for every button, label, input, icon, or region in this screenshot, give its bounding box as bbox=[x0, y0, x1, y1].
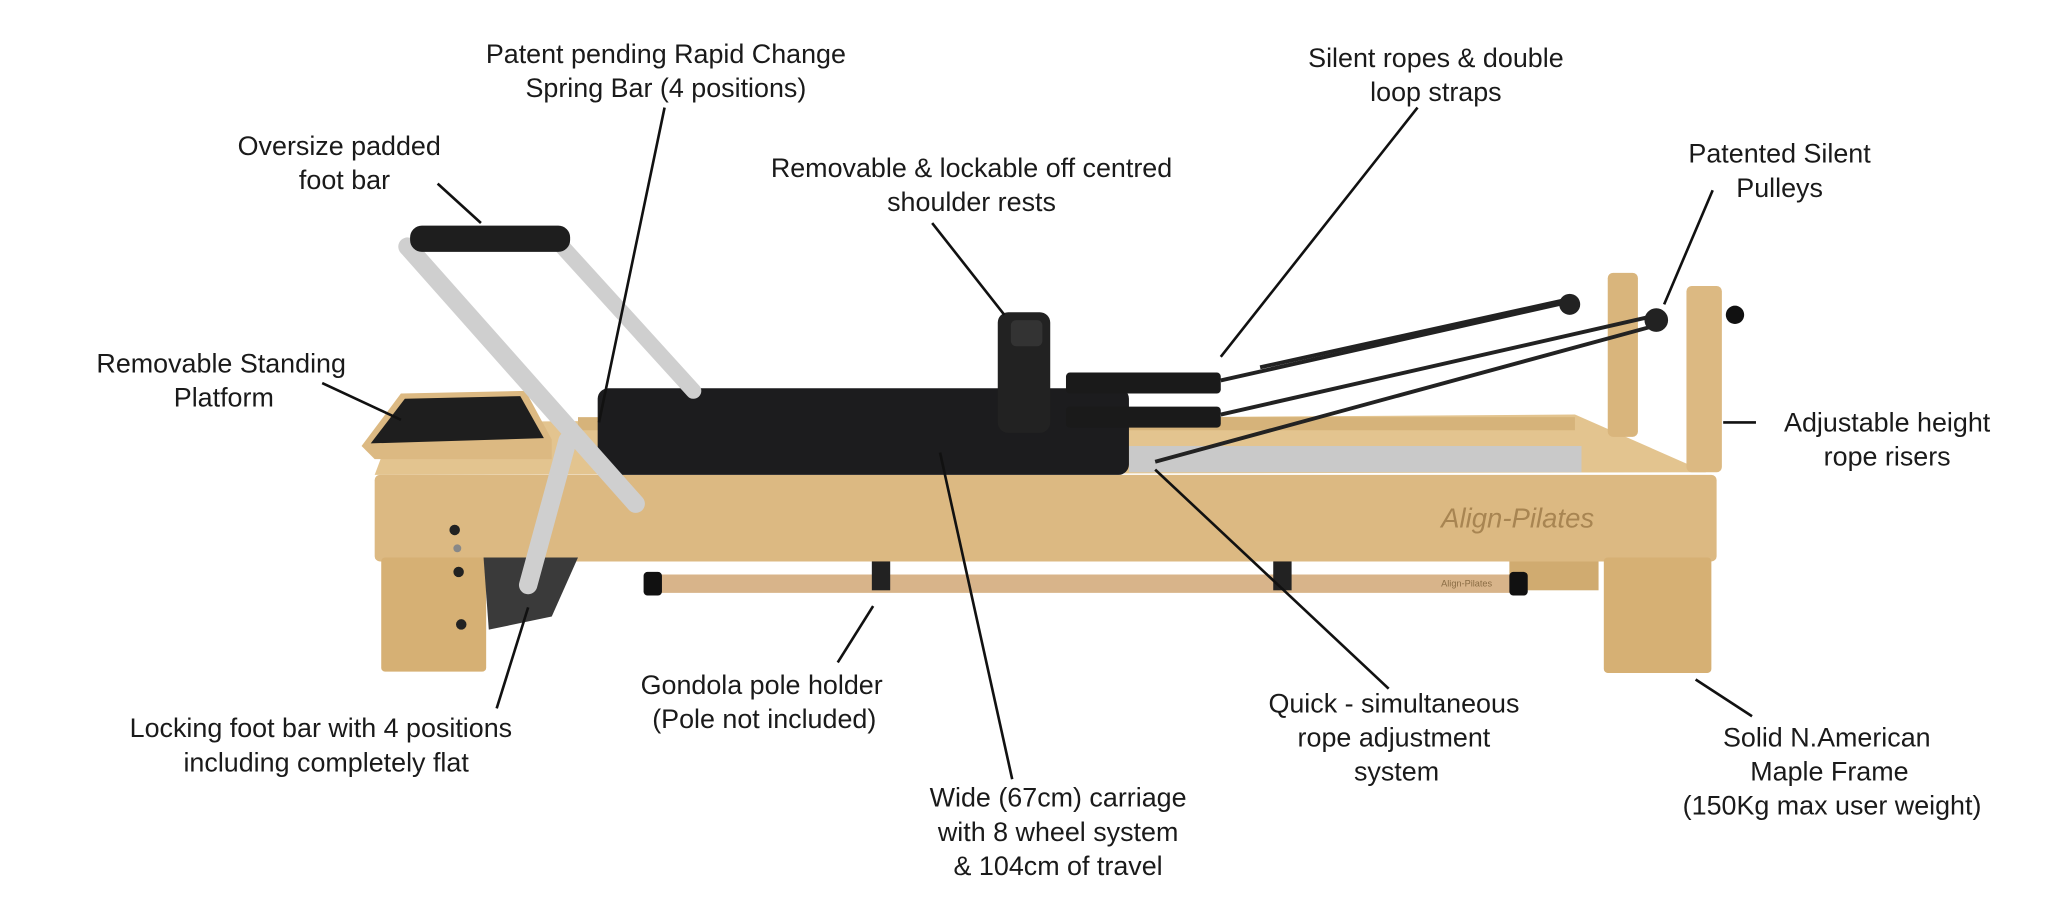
callout-rope-adjustment: Quick - simultaneous rope adjustment sys… bbox=[1268, 688, 1519, 786]
left-leg bbox=[381, 557, 487, 672]
callout-rope-risers: Adjustable height rope risers bbox=[1784, 408, 1991, 472]
standing-platform-mat bbox=[370, 396, 544, 444]
callout-line: Pulleys bbox=[1736, 173, 1823, 203]
rope-riser-front bbox=[1686, 285, 1722, 473]
callout-line: Adjustable height bbox=[1784, 408, 1991, 438]
callout-line: rope adjustment bbox=[1298, 722, 1491, 752]
callout-line: (Pole not included) bbox=[652, 704, 876, 734]
callout-line: with 8 wheel system bbox=[937, 817, 1178, 847]
callout-line: Wide (67cm) carriage bbox=[930, 783, 1187, 813]
foot-bar-pad bbox=[410, 225, 571, 252]
callout-foot-bar: Oversize padded foot bar bbox=[238, 131, 441, 195]
callout-line: Solid N.American bbox=[1723, 722, 1931, 752]
callout-line: & 104cm of travel bbox=[954, 851, 1163, 881]
pulley bbox=[1644, 308, 1669, 332]
callout-line: Silent ropes & double bbox=[1308, 43, 1563, 73]
callout-line: Oversize padded bbox=[238, 131, 441, 161]
pulley bbox=[1559, 293, 1581, 315]
gondola-holder bbox=[871, 561, 891, 591]
loop-strap bbox=[1065, 372, 1221, 394]
front-rail bbox=[374, 474, 1717, 562]
callout-frame: Solid N.American Maple Frame (150Kg max … bbox=[1683, 722, 1982, 820]
callout-shoulder-rests: Removable & lockable off centred shoulde… bbox=[771, 153, 1172, 217]
callout-line: shoulder rests bbox=[887, 187, 1056, 217]
brand-logo: Align-Pilates bbox=[1439, 502, 1594, 533]
callout-line: Removable Standing bbox=[96, 349, 346, 379]
callout-carriage: Wide (67cm) carriage with 8 wheel system… bbox=[930, 783, 1187, 881]
callout-line: loop straps bbox=[1370, 77, 1501, 107]
callout-ropes: Silent ropes & double loop straps bbox=[1308, 43, 1563, 107]
callout-line: Platform bbox=[174, 383, 274, 413]
callout-line: Locking foot bar with 4 positions bbox=[130, 713, 512, 743]
callout-line: Spring Bar (4 positions) bbox=[525, 73, 806, 103]
callout-standing-platform: Removable Standing Platform bbox=[96, 349, 346, 413]
callout-gondola: Gondola pole holder (Pole not included) bbox=[641, 670, 883, 734]
ropes bbox=[1154, 297, 1657, 464]
callout-line: foot bar bbox=[299, 165, 390, 195]
pole-logo: Align-Pilates bbox=[1441, 578, 1492, 588]
callout-line: system bbox=[1354, 757, 1439, 787]
callout-locking-foot-bar: Locking foot bar with 4 positions includ… bbox=[130, 713, 512, 777]
carriage bbox=[597, 388, 1129, 475]
reformer-illustration: Align-Pilates Align-Pilates bbox=[361, 225, 1745, 673]
callout-line: Maple Frame bbox=[1750, 757, 1908, 787]
loop-strap bbox=[1065, 406, 1221, 428]
callout-line: rope risers bbox=[1824, 442, 1951, 472]
leader-lines bbox=[321, 106, 1756, 780]
gondola-pole bbox=[654, 574, 1520, 593]
callout-line: Removable & lockable off centred bbox=[771, 153, 1172, 183]
callout-line: including completely flat bbox=[183, 747, 469, 777]
callout-spring-bar: Patent pending Rapid Change Spring Bar (… bbox=[486, 39, 846, 103]
rope-riser-back bbox=[1607, 272, 1638, 437]
right-leg bbox=[1603, 557, 1712, 673]
callout-pulleys: Patented Silent Pulleys bbox=[1688, 139, 1871, 203]
callout-line: Patented Silent bbox=[1688, 139, 1871, 169]
foot-bar bbox=[398, 225, 702, 595]
callout-line: Quick - simultaneous bbox=[1268, 688, 1519, 718]
callout-line: (150Kg max user weight) bbox=[1683, 791, 1982, 821]
callout-line: Gondola pole holder bbox=[641, 670, 883, 700]
gondola-holder bbox=[1273, 561, 1292, 591]
callout-line: Patent pending Rapid Change bbox=[486, 39, 846, 69]
